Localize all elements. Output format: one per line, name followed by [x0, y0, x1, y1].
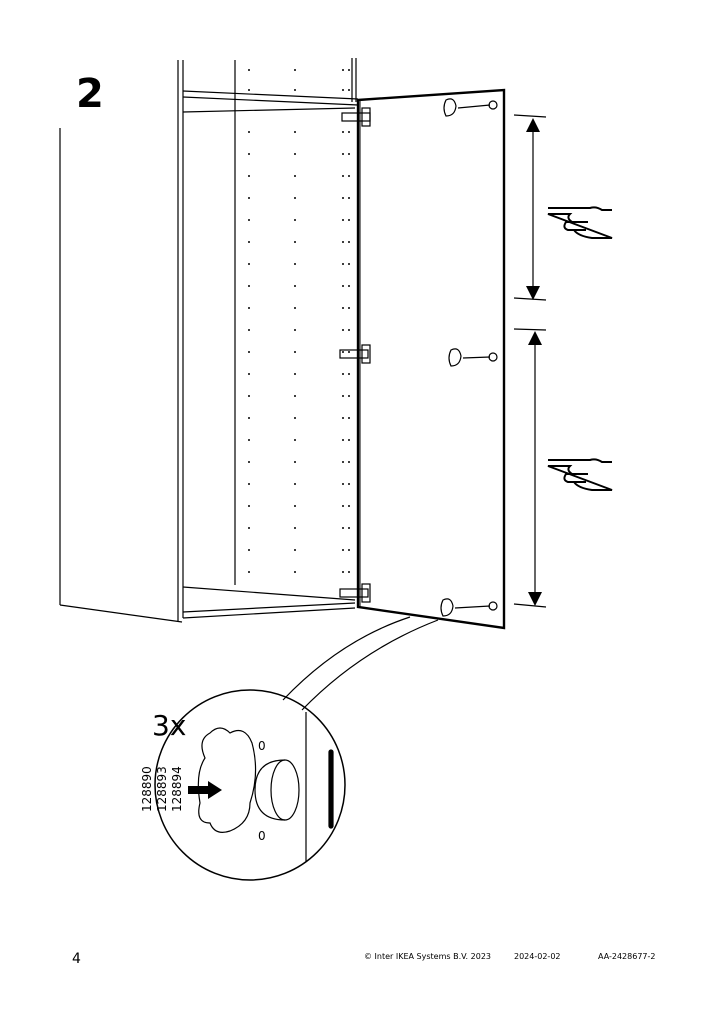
part-number: 128894 — [170, 766, 184, 812]
document-date: 2024-02-02 — [514, 952, 561, 961]
bumper-pad-icon — [197, 727, 257, 833]
shelf-pin-holes — [248, 69, 350, 573]
svg-text:0: 0 — [258, 829, 266, 843]
svg-text:0: 0 — [258, 739, 266, 753]
bottom-panel — [182, 586, 356, 601]
arrowhead — [526, 118, 540, 132]
door-hole — [270, 759, 300, 821]
zoom-line-left — [282, 616, 411, 701]
pointing-hand-icon — [547, 206, 613, 239]
cabinet-bottom-edge — [59, 604, 183, 623]
bumper-pad-icon-middle — [448, 348, 462, 367]
arrow-icon — [208, 781, 222, 799]
step-number: 2 — [76, 71, 104, 117]
document-id: AA-2428677-2 — [598, 952, 656, 961]
hinge-icon-top — [341, 107, 371, 127]
hinge-icon-bottom — [339, 583, 371, 603]
part-number: 128893 — [155, 766, 169, 812]
zoom-line-right — [301, 619, 439, 711]
hinge-icon-middle — [339, 344, 371, 364]
copyright-notice: © Inter IKEA Systems B.V. 2023 — [364, 952, 491, 961]
door-panel — [356, 88, 506, 630]
page-number: 4 — [72, 951, 81, 967]
detail-circle — [154, 689, 346, 881]
top-shelf — [182, 90, 359, 100]
quantity-label: 3x — [152, 709, 187, 742]
bumper-pad-icon-bottom — [440, 598, 454, 617]
part-number: 128890 — [140, 766, 154, 812]
bumper-pad-icon-top — [443, 98, 457, 117]
pointing-hand-icon — [547, 458, 613, 491]
